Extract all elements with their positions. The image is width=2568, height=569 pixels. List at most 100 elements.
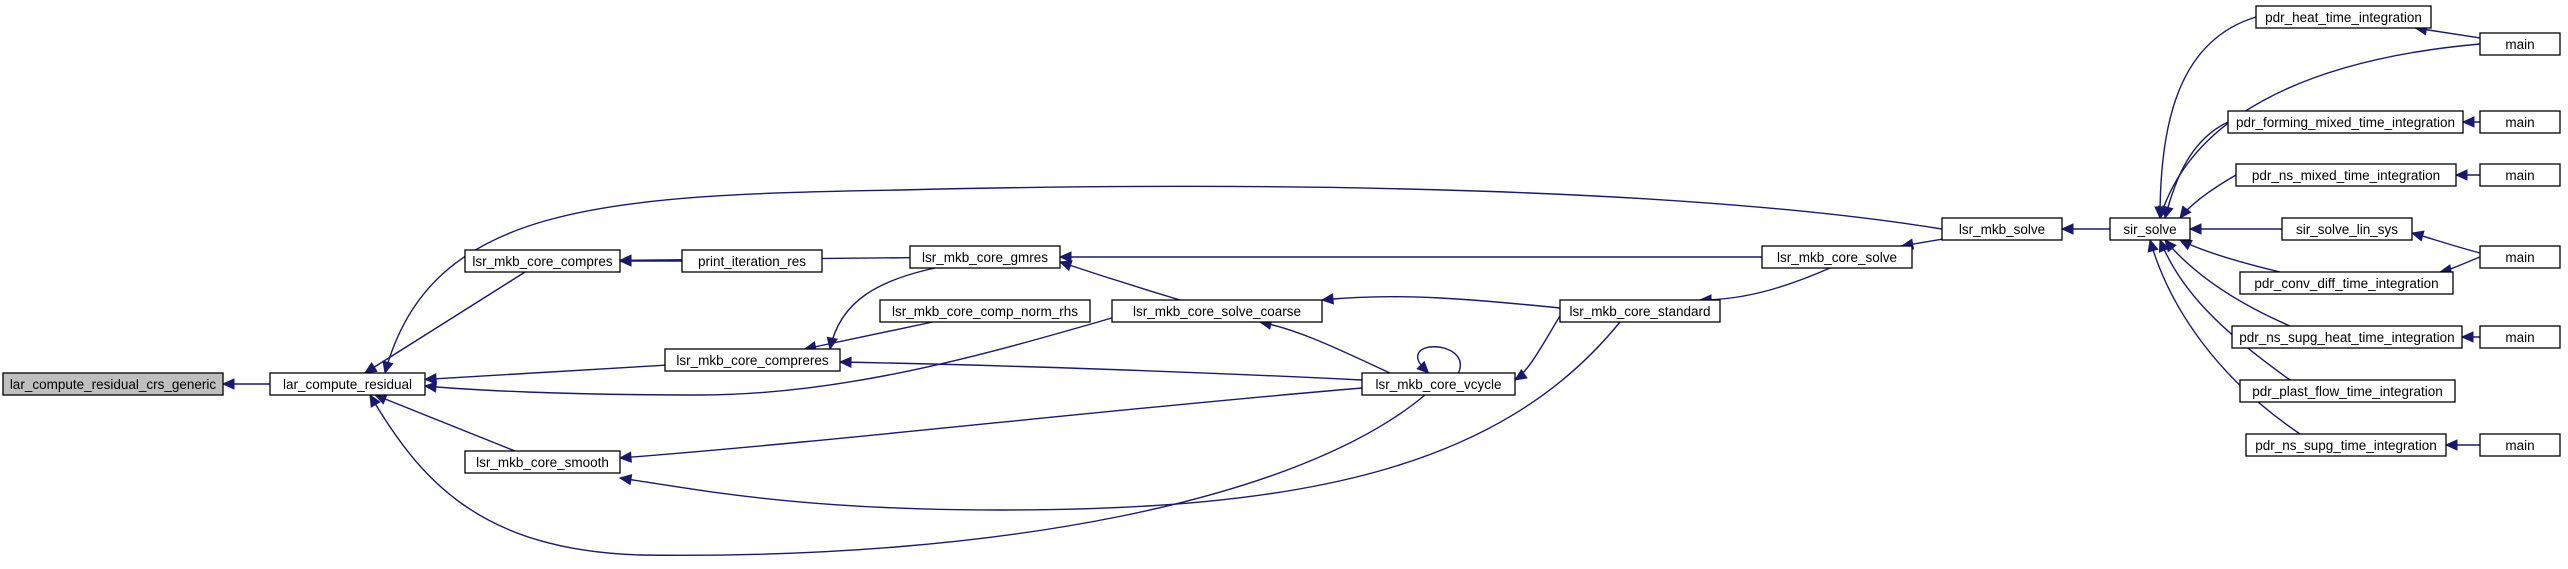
node-label: lsr_mkb_core_gmres	[922, 250, 1048, 265]
node-label: lar_compute_residual	[283, 377, 412, 392]
edge-plast-to-sir-solve	[2159, 239, 2291, 381]
node-core-solve[interactable]: lsr_mkb_core_solve	[1761, 245, 1913, 269]
edge-gmres-to-compreres	[829, 267, 936, 350]
node-box	[464, 249, 621, 273]
node-label: lsr_mkb_core_smooth	[476, 455, 609, 470]
node-box	[1559, 299, 1721, 323]
edge-coarse-to-lar-res	[424, 317, 1113, 396]
edge-vcycle-to-lar-res-arrowhead	[369, 393, 381, 408]
edge-standard-to-coarse	[1321, 295, 1561, 309]
node-box	[664, 348, 841, 372]
edge-vcycle-to-compreres-arrowhead	[838, 356, 852, 368]
edge-standard-to-coarse-arrowhead	[1320, 293, 1335, 305]
node-lar-res[interactable]: lar_compute_residual	[269, 372, 426, 396]
node-mkb-solve[interactable]: lsr_mkb_solve	[1941, 217, 2063, 241]
edge-vcycle-to-lar-res	[369, 394, 1426, 556]
edge-standard-to-vcycle-arrowhead	[1513, 368, 1528, 381]
edge-vcycle-to-smooth	[619, 387, 1363, 459]
node-label: lsr_mkb_core_solve_coarse	[1133, 304, 1301, 319]
node-lin-sys[interactable]: sir_solve_lin_sys	[2281, 217, 2413, 241]
node-gmres[interactable]: lsr_mkb_core_gmres	[909, 245, 1061, 269]
node-supg[interactable]: pdr_ns_supg_time_integration	[2245, 433, 2447, 457]
node-label: main	[2505, 250, 2534, 265]
edge-forming-to-sir-solve-arrowhead	[2162, 205, 2174, 220]
node-label: pdr_ns_supg_heat_time_integration	[2239, 330, 2454, 345]
edge-main2-to-forming-arrowhead	[2461, 116, 2475, 128]
edge-coarse-to-lar-res-arrowhead	[423, 381, 437, 393]
edge-main3-to-ns-mixed-arrowhead	[2454, 169, 2468, 181]
node-label: pdr_plast_flow_time_integration	[2252, 384, 2443, 399]
node-label: lsr_mkb_core_compres	[472, 254, 613, 269]
node-coarse[interactable]: lsr_mkb_core_solve_coarse	[1111, 299, 1323, 323]
edge-supg-to-sir-solve	[2149, 239, 2301, 435]
node-sir-solve[interactable]: sir_solve	[2109, 217, 2191, 241]
node-supg-heat[interactable]: pdr_ns_supg_heat_time_integration	[2231, 325, 2463, 349]
edge-supg-to-sir-solve-arrowhead	[2147, 238, 2159, 253]
node-main5[interactable]: main	[2479, 325, 2561, 349]
node-box	[2227, 110, 2464, 134]
node-norm-rhs[interactable]: lsr_mkb_core_comp_norm_rhs	[879, 299, 1091, 323]
node-box	[2239, 271, 2454, 295]
node-label: main	[2505, 115, 2534, 130]
node-main4[interactable]: main	[2479, 245, 2561, 269]
node-main6[interactable]: main	[2479, 433, 2561, 457]
node-label: lsr_mkb_core_solve	[1777, 250, 1897, 265]
edge-compreres-to-lar-res-arrowhead	[423, 372, 437, 385]
node-box	[1941, 217, 2063, 241]
node-box	[269, 372, 426, 396]
node-box	[2479, 163, 2561, 187]
node-label: lsr_mkb_solve	[1959, 222, 2045, 237]
node-label: sir_solve	[2123, 222, 2176, 237]
node-box	[2479, 325, 2561, 349]
node-box	[2479, 32, 2561, 56]
node-box	[2479, 245, 2561, 269]
edge-vcycle-to-vcycle	[1417, 346, 1461, 374]
edge-compreres-to-lar-res	[424, 364, 666, 381]
edge-core-solve-to-standard	[1699, 267, 1831, 301]
node-smooth[interactable]: lsr_mkb_core_smooth	[464, 450, 621, 474]
node-box	[2245, 433, 2447, 457]
edge-vcycle-to-coarse	[1259, 321, 1391, 374]
node-box	[2, 372, 224, 396]
edge-compres-to-lar-res	[364, 271, 526, 374]
edge-lar-res-to-root-arrowhead	[221, 378, 235, 390]
edge-conv-to-sir-solve-arrowhead	[2178, 239, 2193, 251]
node-box	[879, 299, 1091, 323]
node-ns-mixed[interactable]: pdr_ns_mixed_time_integration	[2235, 163, 2457, 187]
node-label: lsr_mkb_core_comp_norm_rhs	[892, 304, 1078, 319]
node-label: lar_compute_residual_crs_generic	[10, 377, 217, 392]
node-main1[interactable]: main	[2479, 32, 2561, 56]
node-conv[interactable]: pdr_conv_diff_time_integration	[2239, 271, 2454, 295]
edge-heat-to-sir-solve	[2159, 16, 2257, 219]
node-root[interactable]: lar_compute_residual_crs_generic	[2, 372, 224, 396]
edge-coarse-to-gmres-arrowhead	[1058, 260, 1073, 272]
edge-sir-solve-to-mkb-solve-arrowhead	[2060, 223, 2074, 235]
edge-norm-rhs-to-compreres	[804, 321, 933, 350]
node-main3[interactable]: main	[2479, 163, 2561, 187]
edge-coarse-to-gmres	[1059, 261, 1181, 301]
node-forming[interactable]: pdr_forming_mixed_time_integration	[2227, 110, 2464, 134]
edge-standard-to-smooth	[619, 321, 1621, 511]
node-main2[interactable]: main	[2479, 110, 2561, 134]
node-box	[1361, 372, 1516, 396]
node-standard[interactable]: lsr_mkb_core_standard	[1559, 299, 1721, 323]
node-box	[2479, 433, 2561, 457]
node-label: main	[2505, 438, 2534, 453]
edge-ns-mixed-to-sir-solve-arrowhead	[2179, 205, 2192, 219]
node-box	[2235, 163, 2457, 187]
node-box	[2479, 110, 2561, 134]
node-print-res[interactable]: print_iteration_res	[681, 249, 823, 273]
node-box	[909, 245, 1061, 269]
edge-compres-to-lar-res-arrowhead	[363, 361, 378, 374]
edge-lin-sys-to-sir-solve-arrowhead	[2188, 223, 2202, 235]
node-vcycle[interactable]: lsr_mkb_core_vcycle	[1361, 372, 1516, 396]
node-heat[interactable]: pdr_heat_time_integration	[2255, 5, 2432, 29]
node-label: lsr_mkb_core_vcycle	[1375, 377, 1501, 392]
node-plast[interactable]: pdr_plast_flow_time_integration	[2239, 379, 2456, 403]
node-label: main	[2505, 168, 2534, 183]
node-compreres[interactable]: lsr_mkb_core_compreres	[664, 348, 841, 372]
node-label: main	[2505, 37, 2534, 52]
edge-vcycle-to-vcycle-arrowhead	[1416, 360, 1430, 374]
node-box	[1111, 299, 1323, 323]
node-compres[interactable]: lsr_mkb_core_compres	[464, 249, 621, 273]
